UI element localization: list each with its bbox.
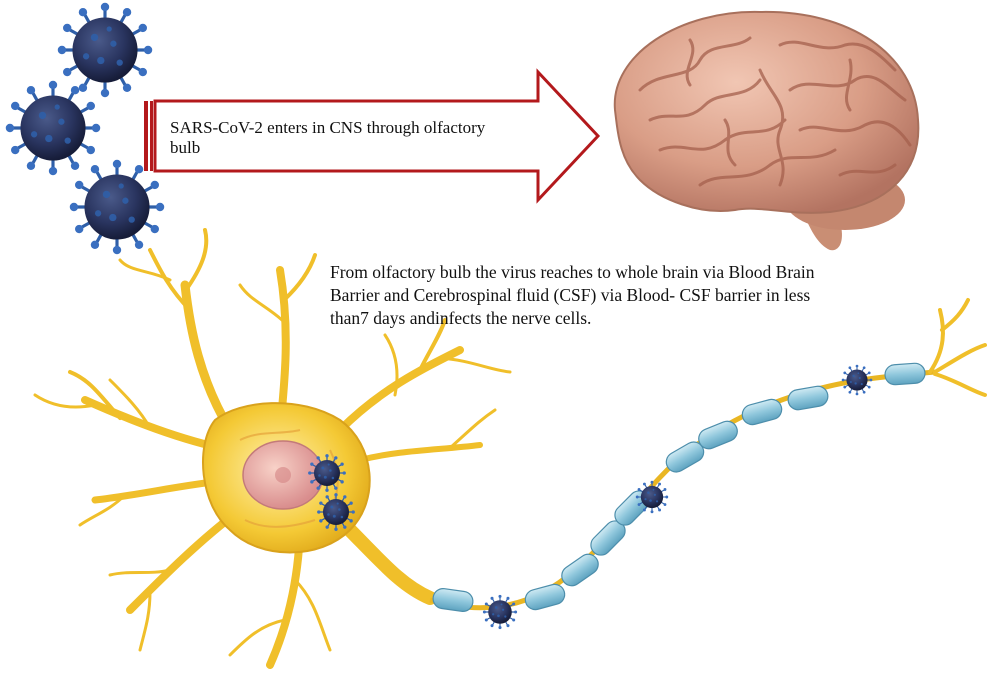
description-line: From olfactory bulb the virus reaches to… xyxy=(330,261,960,284)
description-line: Barrier and Cerebrospinal fluid (CSF) vi… xyxy=(330,284,960,307)
virus-particle-icon xyxy=(70,160,165,255)
description-line: than7 days andinfects the nerve cells. xyxy=(330,307,960,330)
description-text: From olfactory bulb the virus reaches to… xyxy=(330,261,960,330)
arrow-label: SARS-CoV-2 enters in CNS through olfacto… xyxy=(170,118,570,158)
virus-particle-icon xyxy=(842,365,873,396)
arrow-label-line: SARS-CoV-2 enters in CNS through olfacto… xyxy=(170,118,570,138)
arrow-label-line: bulb xyxy=(170,138,570,158)
virus-particle-icon xyxy=(58,3,153,98)
virus-particle-icon xyxy=(6,81,101,176)
brain-icon xyxy=(615,12,919,250)
virus-particle-icon xyxy=(483,595,517,629)
